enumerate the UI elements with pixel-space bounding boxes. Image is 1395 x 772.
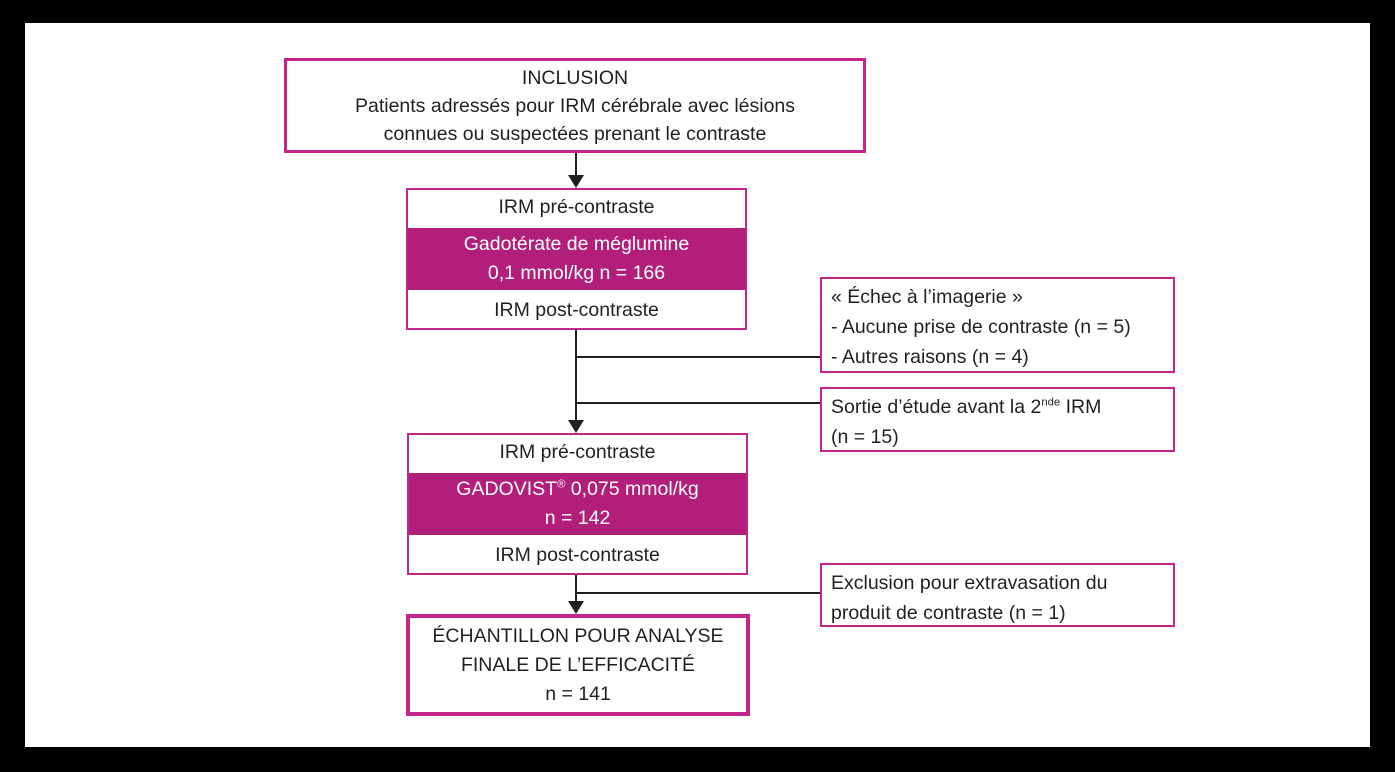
pre-contrast-label-1: IRM pré-contraste — [498, 196, 655, 218]
agent1-line1: Gadotérate de méglumine — [463, 233, 690, 255]
inclusion-line2: Patients adressés pour IRM cérébrale ave… — [354, 94, 796, 117]
exclusion-line1: Exclusion pour extravasation du — [831, 572, 1108, 594]
first-protocol-box: IRM pré-contraste Gadotérate de méglumin… — [406, 188, 747, 330]
inclusion-title: INCLUSION — [521, 66, 629, 89]
dropout-box: Sortie d’étude avant la 2nde IRM (n = 15… — [820, 387, 1175, 452]
final-line2: FINALE DE L’EFFICACITÉ — [460, 653, 696, 676]
failure-line3: - Autres raisons (n = 4) — [831, 346, 1029, 368]
contrast-agent-band-2: GADOVIST® 0,075 mmol/kg n = 142 — [409, 470, 746, 538]
arrowhead-down-2 — [568, 420, 584, 433]
final-line3: n = 141 — [545, 682, 611, 705]
dropout-superscript: nde — [1041, 396, 1061, 409]
dropout-line2: (n = 15) — [831, 426, 899, 448]
agent1-line2: 0,1 mmol/kg n = 166 — [487, 262, 666, 284]
final-line1: ÉCHANTILLON POUR ANALYSE — [432, 624, 724, 647]
arrowhead-down-3 — [568, 601, 584, 614]
post-contrast-label-1: IRM post-contraste — [494, 299, 659, 321]
exclusion-line2: produit de contraste (n = 1) — [831, 602, 1066, 624]
post-contrast-label-2: IRM post-contraste — [495, 544, 660, 566]
branch-to-exclusion — [576, 592, 820, 594]
branch-to-dropout — [576, 402, 820, 404]
agent2-line1: GADOVIST® 0,075 mmol/kg — [456, 478, 699, 500]
failure-line1: « Échec à l’imagerie » — [831, 286, 1023, 308]
arrowhead-down-1 — [568, 175, 584, 188]
second-protocol-box: IRM pré-contraste GADOVIST® 0,075 mmol/k… — [407, 433, 748, 575]
connector-protocol1-to-protocol2 — [575, 330, 577, 421]
agent2-line2: n = 142 — [544, 507, 611, 529]
final-analysis-box: ÉCHANTILLON POUR ANALYSE FINALE DE L’EFF… — [406, 614, 750, 716]
registered-trademark-symbol: ® — [557, 478, 566, 491]
failure-line2: - Aucune prise de contraste (n = 5) — [831, 316, 1131, 338]
exclusion-box: Exclusion pour extravasation du produit … — [820, 563, 1175, 627]
pre-contrast-label-2: IRM pré-contraste — [499, 441, 656, 463]
inclusion-box: INCLUSION Patients adressés pour IRM cér… — [284, 58, 866, 153]
branch-to-imaging-failure — [576, 356, 820, 358]
inclusion-line3: connues ou suspectées prenant le contras… — [383, 122, 767, 145]
contrast-agent-band-1: Gadotérate de méglumine 0,1 mmol/kg n = … — [408, 225, 745, 293]
connector-inclusion-to-protocol1 — [575, 153, 577, 178]
imaging-failure-box: « Échec à l’imagerie » - Aucune prise de… — [820, 277, 1175, 373]
connector-protocol2-to-final — [575, 575, 577, 603]
dropout-line1: Sortie d’étude avant la 2nde IRM — [831, 396, 1102, 418]
